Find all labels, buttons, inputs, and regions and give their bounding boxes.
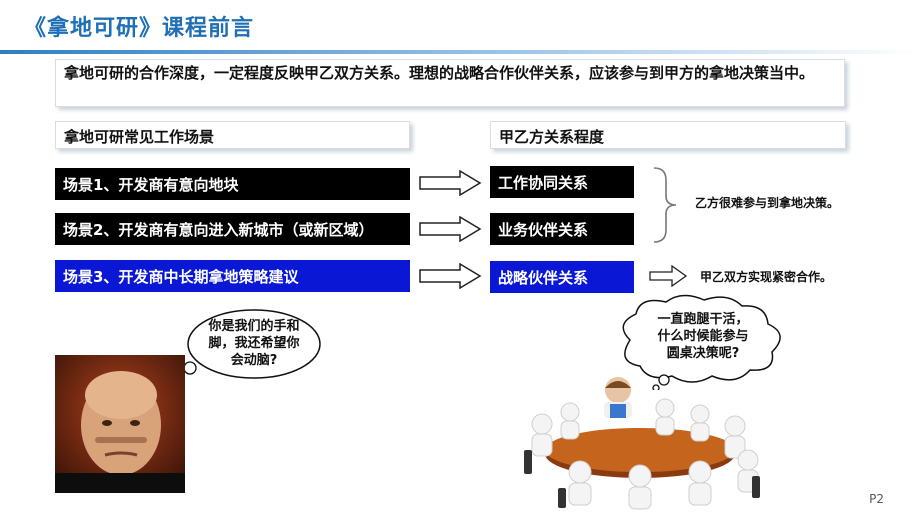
right-arrow-icon (419, 170, 482, 196)
relation-1: 工作协同关系 (490, 166, 634, 198)
right-brace-icon (653, 167, 677, 243)
round-table-meeting-illustration (524, 377, 760, 510)
title-underline (0, 50, 920, 54)
page-number: P2 (869, 492, 884, 506)
intro-text: 拿地可研的合作深度，一定程度反映甲乙双方关系。理想的战略合作伙伴关系，应该参与到… (55, 59, 845, 107)
right-arrow-icon (419, 263, 482, 289)
bubble-right-text: 一直跑腿干活， 什么时候能参与 圆桌决策呢? (657, 312, 749, 361)
right-arrow-icon (649, 265, 688, 287)
scenes-header: 拿地可研常见工作场景 (55, 121, 410, 149)
scene-1: 场景1、开发商有意向地块 (55, 168, 410, 200)
boss-portrait (55, 355, 185, 493)
thought-cloud (622, 294, 781, 390)
bubble-left-text: 你是我们的手和 脚，我还希望你 会动脑? (208, 319, 300, 368)
scene-2: 场景2、开发商有意向进入新城市（或新区域） (55, 213, 410, 245)
relation-2: 业务伙伴关系 (490, 213, 634, 245)
note-close-cooperation: 甲乙双方实现紧密合作。 (700, 270, 833, 284)
relation-3: 战略伙伴关系 (490, 261, 634, 293)
right-arrow-icon (419, 216, 482, 242)
page-title: 《拿地可研》课程前言 (24, 16, 255, 41)
note-hard-to-participate: 乙方很难参与到拿地决策。 (695, 196, 840, 210)
relations-header: 甲乙方关系程度 (490, 121, 846, 149)
scene-3: 场景3、开发商中长期拿地策略建议 (55, 260, 410, 292)
thought-bubble (175, 309, 321, 383)
